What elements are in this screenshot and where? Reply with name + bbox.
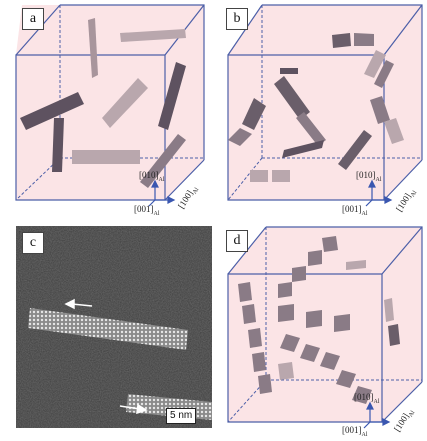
- precipitate-rod-upper: [28, 308, 188, 350]
- panel-b: b [010]Al [100]Al [001]Al: [214, 0, 427, 220]
- scale-bar: 5 nm: [166, 408, 197, 424]
- cube-edge: [227, 4, 263, 56]
- precipitate-chains: [238, 236, 400, 404]
- axis-label-001: [001]Al: [134, 204, 160, 217]
- axis-label-001: [001]Al: [342, 425, 368, 438]
- panel-c: c 5 nm: [16, 226, 212, 428]
- cube-face: [228, 227, 422, 422]
- arrow-lower: [119, 403, 148, 415]
- cube-diagram-d: [227, 226, 423, 429]
- cube-hidden-edge: [227, 157, 263, 201]
- panel-label: c: [22, 232, 44, 254]
- cube-diagram-b: [227, 4, 423, 207]
- cube-hidden-edge: [227, 379, 267, 423]
- tem-micrograph: [16, 226, 212, 428]
- panel-a: a [010]Al [100]Al [001]Al: [0, 0, 213, 220]
- precipitate-rods: [20, 18, 186, 188]
- cube-edge: [15, 4, 61, 56]
- panel-d: d [010]Al [100]Al [001]Al: [214, 222, 427, 441]
- cube-edge: [381, 381, 423, 423]
- axis-arrows: [363, 401, 391, 429]
- precipitate-pieces: [228, 33, 404, 182]
- axis-arrows: [148, 179, 176, 207]
- axis-label-010: [010]Al: [354, 392, 380, 405]
- cube-face: [228, 5, 422, 200]
- arrow-upper: [64, 298, 93, 310]
- cube-edge: [383, 4, 423, 56]
- axis-label-010: [010]Al: [356, 170, 382, 183]
- panel-label: b: [226, 8, 248, 30]
- cube-edge: [383, 159, 423, 201]
- panel-label: a: [22, 8, 44, 30]
- panel-label: d: [226, 230, 248, 252]
- axis-label-010: [010]Al: [139, 170, 165, 183]
- axis-arrows: [365, 179, 393, 207]
- cube-edge: [381, 226, 423, 275]
- cube-edge: [164, 159, 205, 201]
- axis-label-001: [001]Al: [342, 204, 368, 217]
- cube-face: [16, 5, 204, 200]
- cube-diagram-a: [15, 4, 205, 207]
